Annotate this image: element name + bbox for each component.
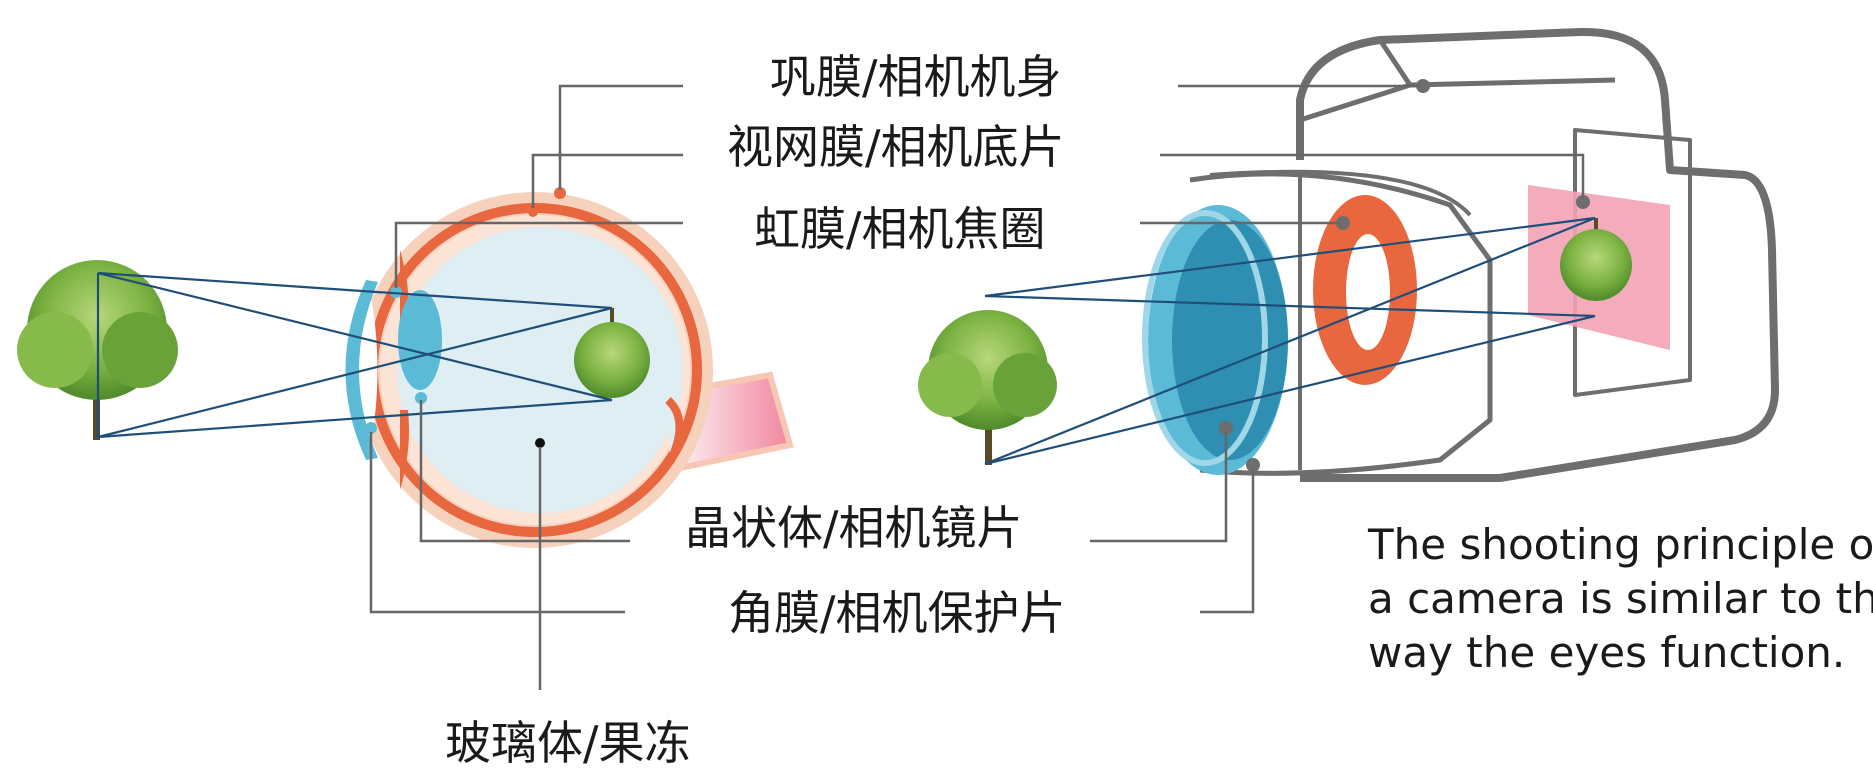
- leader-lines: [369, 84, 1585, 690]
- camera-body: [1296, 27, 1779, 482]
- tree-film-inverted: [1560, 218, 1632, 301]
- camera-prism: [1377, 38, 1616, 88]
- tree-camera-left: [918, 310, 1057, 465]
- camera-film-dot: [1576, 195, 1590, 209]
- cornea-dot: [365, 422, 377, 434]
- label-retina: 视网膜/相机底片: [727, 120, 1065, 174]
- caption-text: The shooting principle of a camera is si…: [1368, 518, 1873, 680]
- tree-eye-inverted: [574, 308, 650, 398]
- camera-light-rays: [984, 216, 1596, 466]
- eye-illustration: [340, 187, 794, 548]
- camera-aperture-dot: [1336, 216, 1350, 230]
- sclera-dot: [528, 207, 538, 217]
- caption-line-2: a camera is similar to the: [1368, 574, 1873, 623]
- iris-dot: [390, 286, 402, 298]
- camera-illustration: [1189, 27, 1779, 482]
- caption-line-3: way the eyes function.: [1368, 628, 1846, 677]
- vitreous-dot: [535, 438, 545, 448]
- retina-dot: [554, 187, 566, 199]
- label-lens: 晶状体/相机镜片: [685, 501, 1023, 555]
- label-sclera: 巩膜/相机机身: [770, 50, 1062, 104]
- label-vitreous: 玻璃体/果冻: [445, 716, 691, 770]
- camera-filter-dot: [1246, 458, 1260, 472]
- label-iris: 虹膜/相机焦圈: [754, 202, 1046, 256]
- lens-dot: [415, 392, 427, 404]
- eye-lens: [398, 290, 442, 390]
- camera-lens-dot: [1219, 421, 1233, 435]
- label-cornea: 角膜/相机保护片: [728, 586, 1066, 640]
- eye-light-rays: [96, 271, 613, 439]
- camera-body-dot: [1416, 79, 1430, 93]
- eye-cornea: [345, 280, 378, 460]
- caption-line-1: The shooting principle of: [1368, 520, 1873, 569]
